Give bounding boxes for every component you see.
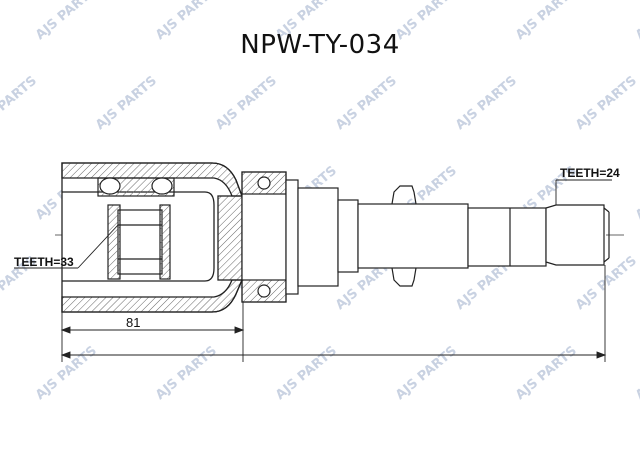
- teeth-outer-label: TEETH=24: [560, 166, 620, 180]
- watermark-text: AJS PARTS: [33, 343, 100, 403]
- drive-shaft: [337, 185, 610, 287]
- watermark-text: AJS PARTS: [513, 343, 580, 403]
- watermark-text: AJS PARTS: [633, 343, 640, 403]
- tripod-roller: [97, 177, 175, 280]
- watermark-text: AJS PARTS: [453, 73, 520, 133]
- watermark-text: AJS PARTS: [93, 73, 160, 133]
- watermark-text: AJS PARTS: [273, 343, 340, 403]
- bearing: [241, 171, 339, 303]
- teeth-inner-label: TEETH=33: [14, 255, 74, 269]
- watermark-text: AJS PARTS: [153, 343, 220, 403]
- watermark-text: AJS PARTS: [333, 73, 400, 133]
- dimension-lines: [14, 179, 612, 362]
- watermark-text: AJS PARTS: [633, 163, 640, 223]
- watermark-text: AJS PARTS: [0, 73, 40, 133]
- watermark-text: AJS PARTS: [213, 73, 280, 133]
- watermark-text: AJS PARTS: [573, 73, 640, 133]
- watermark-text: AJS PARTS: [393, 343, 460, 403]
- part-number-title: NPW-TY-034: [240, 30, 400, 60]
- dimension-81-label: 81: [126, 315, 141, 330]
